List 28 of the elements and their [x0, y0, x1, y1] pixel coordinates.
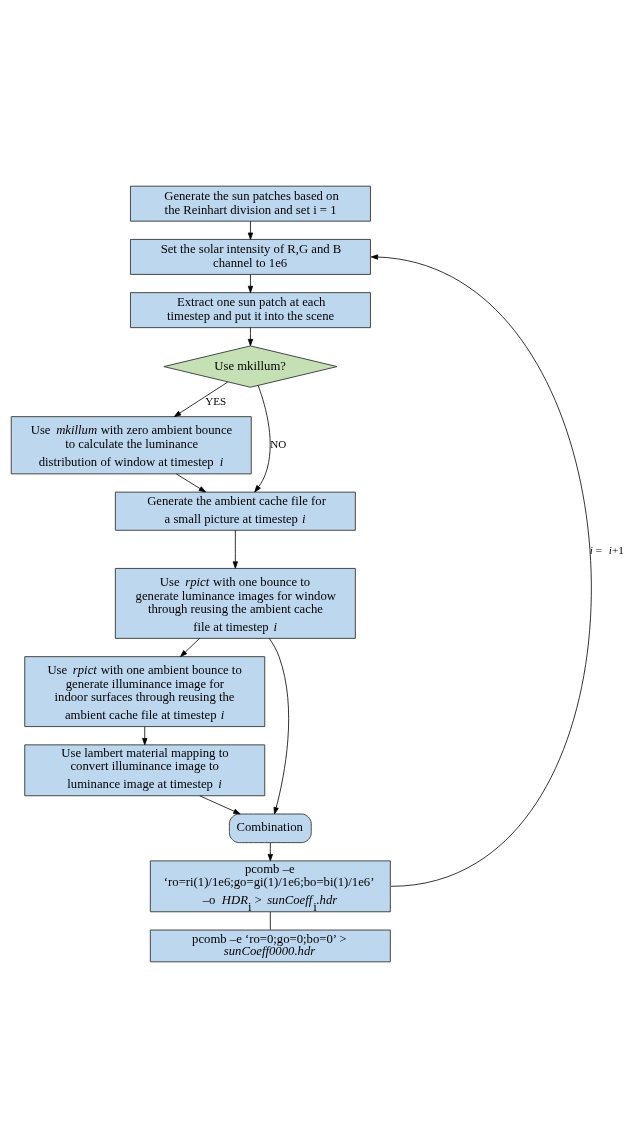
node-box: pcomb –e ‘ro=0;go=0;bo=0’ > sunCoeff0000.hdr: [149, 929, 391, 963]
arrow: [175, 473, 206, 493]
node-box: Set the solar intensity of R,G and B channel to 1e6: [129, 238, 371, 275]
arrow: [180, 638, 200, 657]
node-box: Generate the sun patches based on the Reinhart division and set i = 1: [129, 185, 371, 222]
arrow: [268, 638, 289, 815]
node-box: Generate the ambient cache file for a small picture at timestep i: [114, 491, 356, 531]
arrow: [142, 726, 148, 746]
node-box: Use mkillum with zero ambient bounce to calculate the luminance distribution of window at timestep i: [10, 416, 252, 475]
arrow: [370, 254, 592, 887]
arrow: [247, 220, 254, 240]
node-box: Use rpict with one bounce to generate luminance images for window through reusing the ambient cache file at timestep i: [114, 567, 356, 639]
node-box: Use rpict with one ambient bounce to generate illuminance image for indoor surfaces through reusing the ambient cache file at timestep i: [24, 656, 266, 728]
arrow: [232, 529, 238, 569]
node-box: Use lambert material mapping to convert illuminance image to luminance image at timestep i: [24, 744, 266, 797]
edge-label: i = i+1: [589, 543, 624, 556]
edge-label: YES: [205, 394, 227, 407]
arrow: [247, 274, 254, 293]
connector: [269, 911, 271, 931]
arrow: [199, 795, 241, 815]
arrow: [247, 327, 254, 347]
node-diamond: Use mkillum?: [163, 345, 338, 388]
arrow: [254, 385, 271, 493]
arrow: [173, 381, 229, 417]
arrow: [267, 842, 273, 862]
edge-label: NO: [270, 438, 287, 451]
node-box: Combination: [228, 813, 312, 844]
node-box: Extract one sun patch at each timestep and put it into the scene: [129, 292, 371, 329]
